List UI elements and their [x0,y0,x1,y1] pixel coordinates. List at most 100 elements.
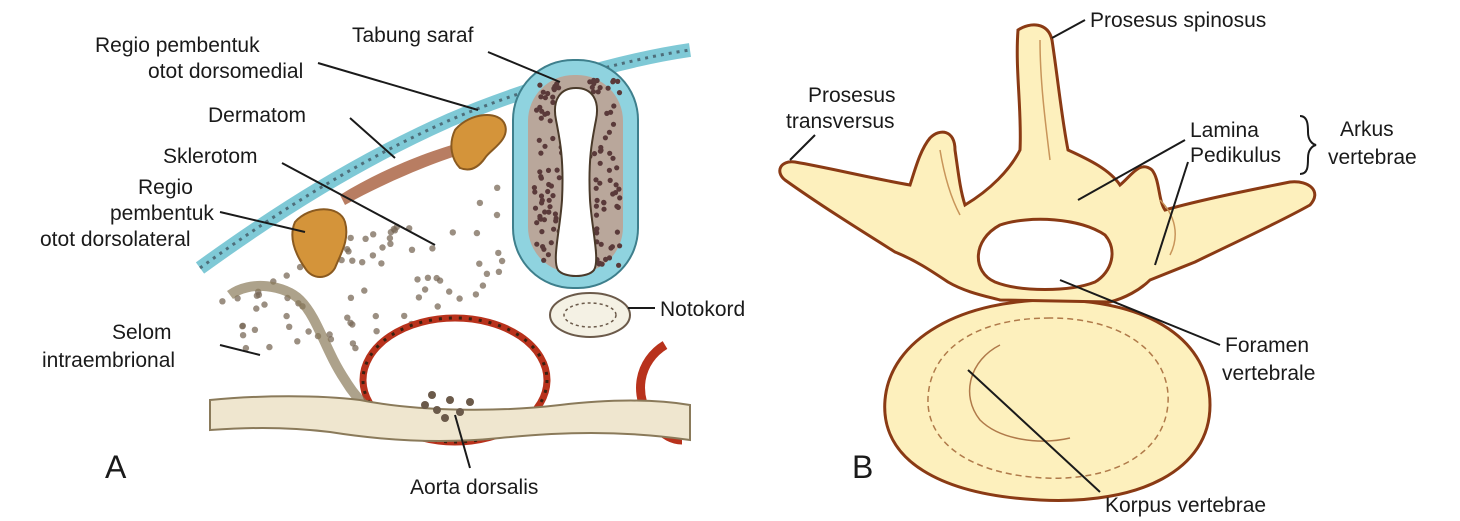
mesenchyme-cell [252,327,258,333]
mesenchyme-cell [499,258,505,264]
mesenchyme-cell [266,344,272,350]
mesenchyme-cell [373,313,379,319]
neural-tube-cell [539,193,544,198]
neural-tube-cell [598,161,603,166]
neural-tube-cell [537,216,542,221]
neural-tube-cell [615,230,620,235]
neural-tube-cell [551,227,556,232]
neural-tube-cell [539,229,544,234]
mesenchyme-cell [378,260,384,266]
notochord [550,293,630,337]
label-tabung-saraf: Tabung saraf [352,24,474,47]
neural-tube-cell [541,90,546,95]
neural-tube-cell [553,218,558,223]
mesenchyme-cell [379,244,385,250]
neural-tube-cell [548,118,553,123]
neural-tube-cell [613,190,618,195]
neural-tube-cell [603,135,608,140]
label-regio-dorsomedial-line2: otot dorsomedial [148,60,303,83]
neural-tube-cell [550,193,555,198]
mesenchyme-cell [401,313,407,319]
neural-tube-cell [617,90,622,95]
label-prosesus-spinosus: Prosesus spinosus [1090,9,1266,32]
mesenchyme-cell [344,246,350,252]
neural-tube-cell [594,213,599,218]
neural-tube-cell [607,151,612,156]
foramen-vertebrale-shape [978,219,1112,289]
neural-tube-cell [541,247,546,252]
neural-tube-cell [557,175,562,180]
neural-tube-cell [537,169,542,174]
neural-tube-cell [607,130,612,135]
mesenchyme-cell [261,301,267,307]
neural-tube-cell [547,204,552,209]
mesenchyme-cell [416,294,422,300]
mesenchyme-cell [495,250,501,256]
neural-tube-cell [534,242,539,247]
mesenchyme-cell [286,324,292,330]
mesenchyme-cell [370,252,376,258]
neural-tube-cell [546,168,551,173]
korpus-vertebrae-shape [885,300,1210,501]
neural-tube-cell [594,227,599,232]
neural-tube-cell [608,245,613,250]
neural-tube-cell [611,103,616,108]
mesenchyme-cell [484,271,490,277]
panel-a: Regio pembentuk otot dorsomedial Tabung … [40,24,745,499]
neural-tube-cell [538,94,543,99]
mesenchyme-cell [496,269,502,275]
neural-tube-cell [592,151,597,156]
mesenchyme-cell [387,241,393,247]
label-foramen-line1: Foramen [1225,334,1309,357]
label-prosesus-transversus-line2: transversus [786,110,895,133]
neural-tube-cell [606,86,611,91]
neural-tube-cell [542,217,547,222]
mesenchyme-cell [219,298,225,304]
mesenchyme-cell [473,291,479,297]
neural-tube-cell [614,165,619,170]
mesenchyme-cell [474,230,480,236]
neural-tube [513,60,638,288]
label-arkus-line2: vertebrae [1328,146,1417,169]
neural-tube-cell [617,195,622,200]
label-pedikulus: Pedikulus [1190,144,1281,167]
label-notokord: Notokord [660,298,745,321]
mesenchyme-cell [387,235,393,241]
neural-tube-cell [537,138,542,143]
mesenchyme-cell [347,320,353,326]
neural-tube-cell [547,198,552,203]
neural-tube-cell [550,95,555,100]
mesenchyme-cell [294,338,300,344]
mesenchyme-cell [456,295,462,301]
neural-tube-cell [601,200,606,205]
neural-tube-cell [601,207,606,212]
neural-tube-cell [534,220,539,225]
neural-tube-cell [597,261,602,266]
neural-tube-cell [590,85,595,90]
panel-a-letter: A [105,449,127,485]
mesenchyme-cell [352,345,358,351]
mesenchyme-cell [362,236,368,242]
label-selom-line2: intraembrional [42,349,175,372]
neural-tube-cell [546,252,551,257]
mesenchyme-cell [450,229,456,235]
label-regio-dorsolateral-line2: pembentuk [110,202,214,225]
neural-tube-cell [549,183,554,188]
label-regio-dorsolateral-line3: otot dorsolateral [40,228,191,251]
neural-tube-cell [550,136,555,141]
mesenchyme-cell [284,272,290,278]
mesenchyme-cell [480,282,486,288]
label-arkus-line1: Arkus [1340,118,1394,141]
label-selom-line1: Selom [112,321,172,344]
neural-tube-cell [599,242,604,247]
mesenchyme-cell [446,288,452,294]
label-sklerotom: Sklerotom [163,145,258,168]
neural-tube-cell [594,204,599,209]
mesenchyme-cell [373,328,379,334]
label-prosesus-transversus-line1: Prosesus [808,84,896,107]
neural-tube-cell [539,200,544,205]
mesenchyme-cell [361,287,367,293]
neural-tube-cell [546,210,551,215]
mesenchyme-cell [349,258,355,264]
